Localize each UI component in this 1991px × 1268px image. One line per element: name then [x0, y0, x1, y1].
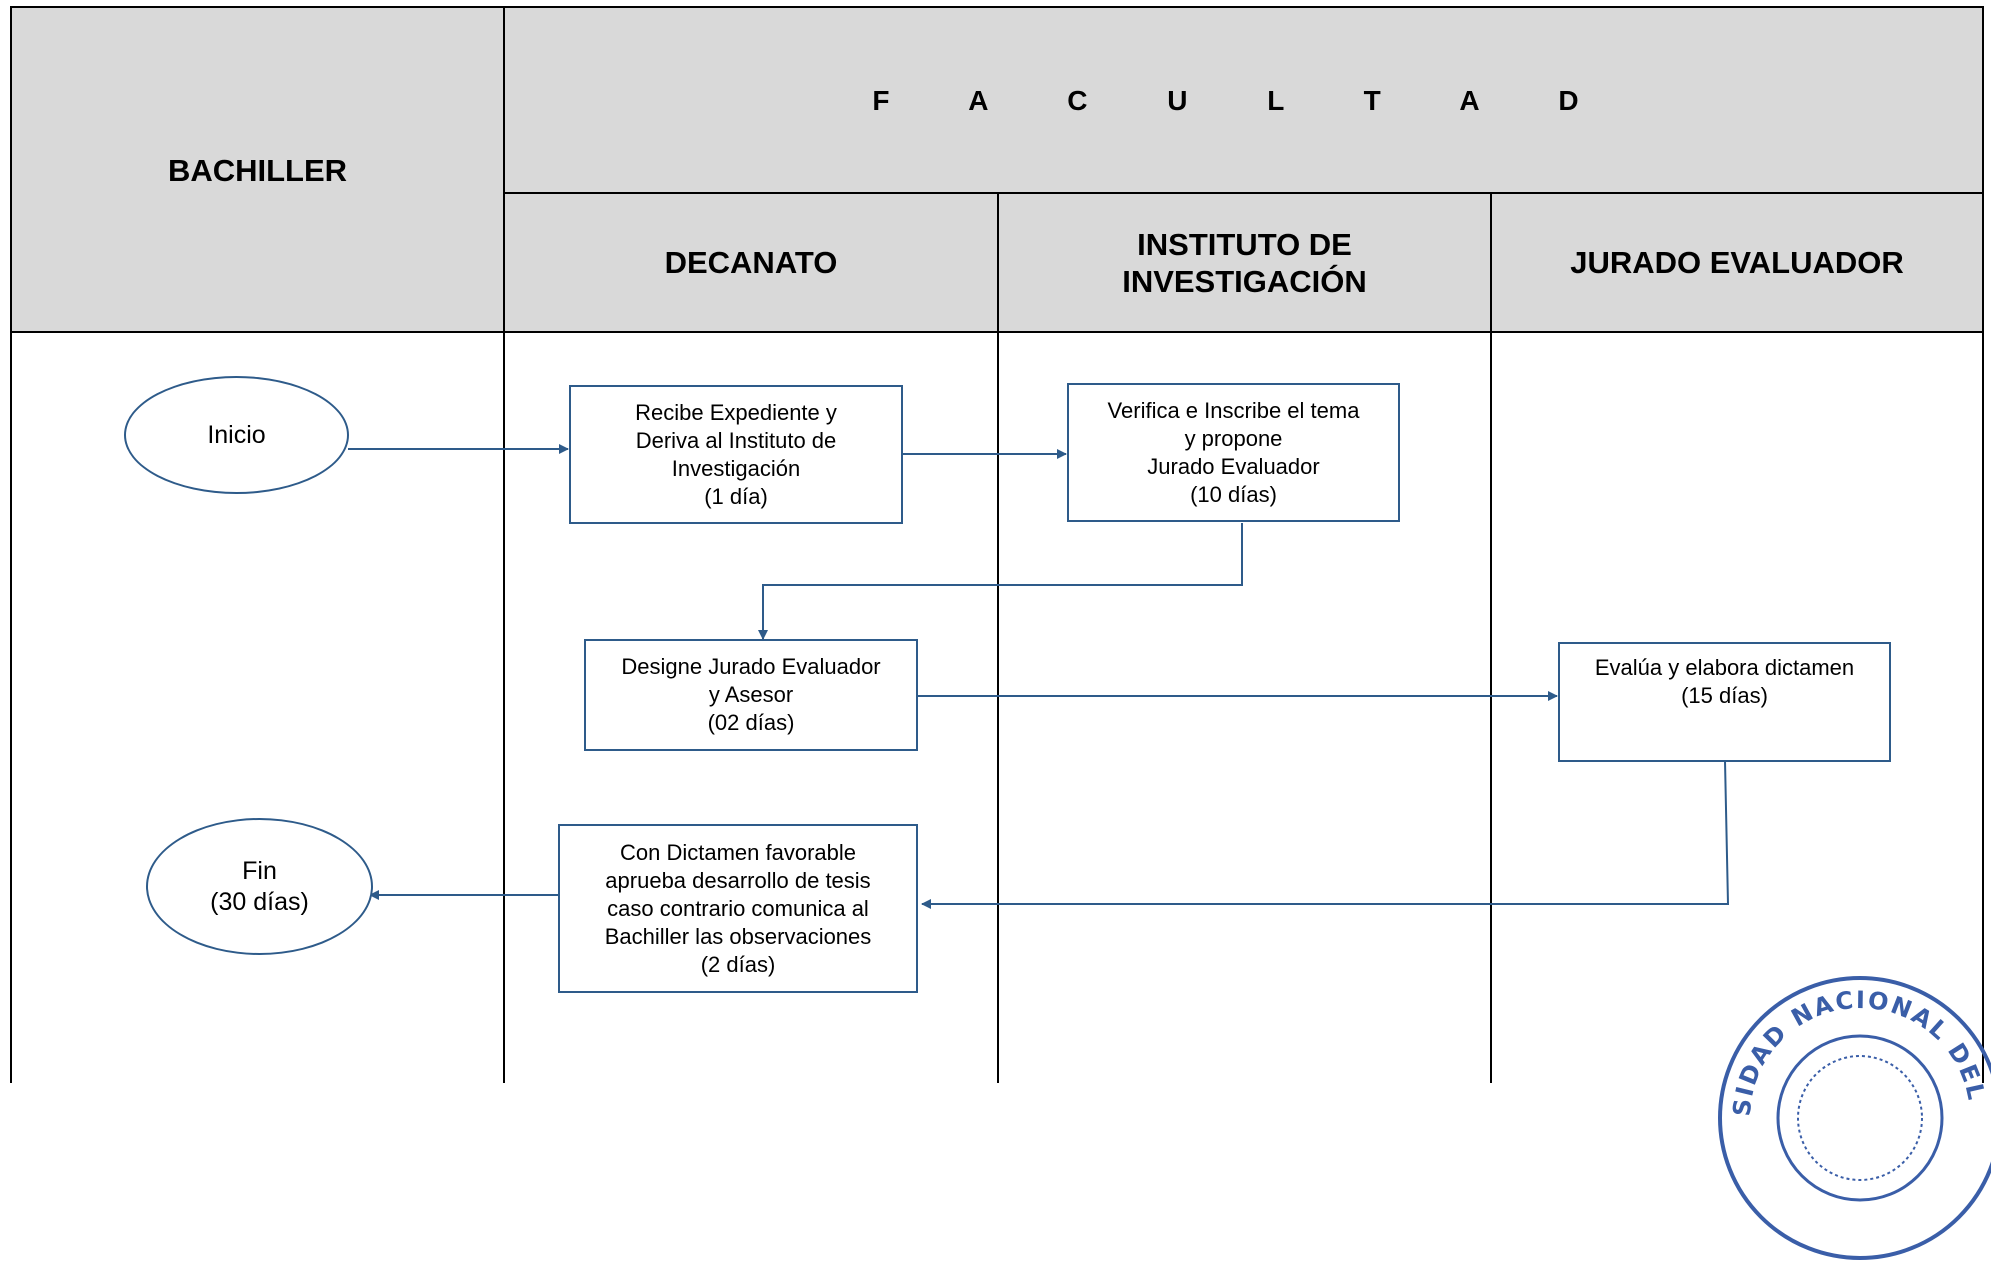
- flowchart-diagram: F A C U L T A D BACHILLER DECANATO INSTI…: [10, 6, 1991, 1260]
- facultad-divider: [504, 192, 1984, 194]
- lane-header-bachiller: BACHILLER: [167, 152, 348, 188]
- start-node: Inicio: [124, 376, 349, 494]
- process-label: Evalúa y elabora dictamen (15 días): [1594, 655, 1855, 708]
- lane-divider-2: [997, 192, 999, 1083]
- end-node: Fin (30 días): [146, 818, 373, 955]
- lane-divider-1: [503, 6, 505, 1083]
- process-designe-jurado: Designe Jurado Evaluador y Asesor (02 dí…: [584, 639, 918, 751]
- process-evalua-dictamen: Evalúa y elabora dictamen (15 días): [1558, 642, 1891, 762]
- process-label: Con Dictamen favorable aprueba desarroll…: [604, 839, 872, 977]
- table-left-border: [10, 6, 12, 1083]
- process-label: Designe Jurado Evaluador y Asesor (02 dí…: [621, 654, 881, 735]
- process-verifica-inscribe: Verifica e Inscribe el tema y propone Ju…: [1067, 383, 1400, 522]
- facultad-header: F A C U L T A D: [872, 84, 1615, 116]
- lane-header-decanato: DECANATO: [664, 245, 838, 280]
- flow-connectors: [348, 444, 1730, 909]
- university-seal: UNIVERSIDAD NACIONAL DEL CALLAO: [1710, 968, 1991, 1260]
- process-recibe-expediente: Recibe Expediente y Deriva al Instituto …: [569, 385, 903, 524]
- arrow-verifica-to-designe: [758, 523, 1243, 640]
- svg-text:UNIVERSIDAD NACIONAL DEL CALLA: UNIVERSIDAD NACIONAL DEL CALLAO: [1710, 968, 1991, 1118]
- arrow-evalua-to-condictamen: [921, 760, 1730, 909]
- table-right-border: [1982, 6, 1984, 1083]
- lane-divider-3: [1490, 192, 1492, 1083]
- lane-header-instituto: INSTITUTO DE INVESTIGACIÓN: [1122, 226, 1367, 299]
- process-label: Recibe Expediente y Deriva al Instituto …: [635, 399, 837, 509]
- lane-header-jurado: JURADO EVALUADOR: [1570, 245, 1904, 280]
- table-top-border: [10, 6, 1984, 8]
- process-label: Verifica e Inscribe el tema y propone Ju…: [1107, 397, 1360, 507]
- process-con-dictamen: Con Dictamen favorable aprueba desarroll…: [558, 824, 918, 993]
